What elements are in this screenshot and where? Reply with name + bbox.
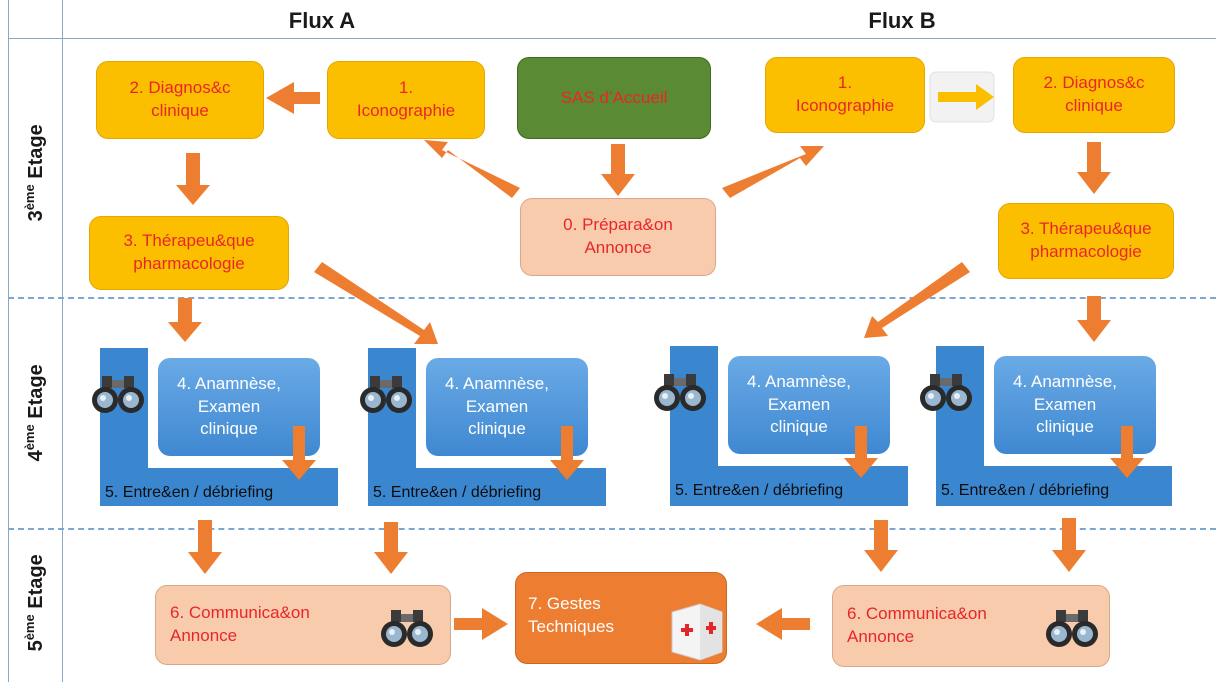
binoculars-icon: [654, 374, 706, 411]
iconographie-a-line1: 1.: [398, 78, 414, 98]
arrow-exam-4-inner: [1110, 426, 1144, 478]
floor-divider-3-4: [8, 297, 1216, 299]
gestes-line2: Techniques: [528, 616, 615, 636]
therapeutique-b-line2: pharmacologie: [1030, 242, 1142, 261]
gestes-line1: 7. Gestes: [528, 594, 601, 613]
arrow-comm-b-to-gestes: [756, 608, 810, 640]
communication-a-line2: Annonce: [170, 626, 238, 645]
iconographie-b-line1: 1.: [837, 73, 853, 93]
arrow-thera-b-to-exam-3: [864, 262, 970, 338]
exam-unit-1-debrief: 5. Entre&en / débriefing: [105, 484, 274, 501]
flux-b-header: Flux B: [868, 8, 936, 33]
header-divider: [8, 38, 1216, 39]
iconographie-a-line2: Iconographie: [356, 101, 456, 120]
arrow-icono-b-to-diag-b: [938, 84, 994, 110]
arrow-exam-2-to-comm-a: [374, 522, 408, 574]
arrow-diag-a-to-thera-a: [176, 153, 210, 205]
exam-unit-3-line3: clinique: [770, 417, 828, 437]
diagnostic-a-line1: 2. Diagnos&c: [129, 78, 231, 98]
exam-unit-1-line3: clinique: [200, 419, 258, 439]
communication-b-line1: 6. Communica&on: [847, 604, 987, 624]
sas-accueil-label: SAS d’Accueil: [560, 87, 668, 107]
exam-unit-3-line2: Examen: [767, 394, 831, 414]
binoculars-icon: [1046, 610, 1098, 647]
diagnostic-a-box: 2. Diagnos&c clinique: [96, 61, 264, 139]
sas-accueil-box: SAS d’Accueil: [517, 57, 711, 139]
iconographie-b-line2: Iconographie: [795, 96, 895, 115]
arrow-prep-to-icono-a: [424, 140, 520, 198]
exam-unit-2-line2: Examen: [465, 396, 529, 416]
binoculars-icon: [920, 374, 972, 411]
exam-unit-4-line2: Examen: [1033, 394, 1097, 414]
arrow-exam-1-to-comm-a: [188, 520, 222, 574]
arrow-exam-4-to-comm-b: [1052, 518, 1086, 572]
diagnostic-b-line1: 2. Diagnos&c: [1043, 73, 1145, 93]
arrow-thera-a-to-exam-1: [168, 298, 202, 342]
communication-b-line2: Annonce: [847, 627, 915, 646]
arrow-thera-b-to-exam-4: [1077, 296, 1111, 342]
first-aid-kit-icon: [671, 603, 723, 661]
diagnostic-b-line2: clinique: [1065, 96, 1123, 115]
flow-arrows: [168, 82, 1144, 640]
floor-label-divider: [62, 0, 63, 682]
floor-divider-4-5: [8, 528, 1216, 530]
exam-unit-4-frame-horizontal: [936, 466, 1172, 506]
iconographie-b-box: 1. Iconographie: [765, 57, 925, 133]
preparation-line1: 0. Prépara&on: [563, 215, 673, 235]
arrow-exam-3-to-comm-b: [864, 520, 898, 572]
arrow-thera-a-to-exam-2: [314, 262, 438, 344]
arrow-exam-2-inner: [550, 426, 584, 480]
exam-unit-4-line3: clinique: [1036, 417, 1094, 437]
exam-unit-2-debrief: 5. Entre&en / débriefing: [373, 484, 542, 501]
therapeutique-a-line1: 3. Thérapeu&que: [123, 231, 255, 251]
therapeutique-a-box: 3. Thérapeu&que pharmacologie: [89, 216, 289, 290]
binoculars-icon: [92, 376, 144, 413]
arrow-comm-a-to-gestes: [454, 608, 508, 640]
communication-a-line1: 6. Communica&on: [170, 603, 310, 623]
exam-unit-3-debrief: 5. Entre&en / débriefing: [675, 482, 844, 499]
exam-unit-2-line1: 4. Anamnèse,: [445, 373, 549, 393]
exam-unit-3-frame-horizontal: [670, 466, 908, 506]
iconographie-a-box: 1. Iconographie: [327, 61, 485, 139]
exam-unit-4-line1: 4. Anamnèse,: [1013, 371, 1117, 391]
binoculars-icon: [381, 610, 433, 647]
arrow-prep-to-icono-b: [722, 146, 824, 198]
arrow-sas-to-prep: [601, 144, 635, 196]
therapeutique-b-line1: 3. Thérapeu&que: [1020, 219, 1152, 239]
diagnostic-a-line2: clinique: [151, 101, 209, 120]
exam-unit-1-line1: 4. Anamnèse,: [177, 373, 281, 393]
arrow-exam-3-inner: [844, 426, 878, 478]
exam-unit-2-line3: clinique: [468, 419, 526, 439]
exam-unit-4-debrief: 5. Entre&en / débriefing: [941, 482, 1110, 499]
flux-a-header: Flux A: [288, 8, 356, 33]
therapeutique-a-line2: pharmacologie: [133, 254, 245, 273]
binoculars-icon: [360, 376, 412, 413]
diagnostic-b-box: 2. Diagnos&c clinique: [1013, 57, 1175, 133]
preparation-box: 0. Prépara&on Annonce: [520, 198, 716, 276]
arrow-icono-a-to-diag-a: [266, 82, 320, 114]
arrow-exam-1-inner: [282, 426, 316, 480]
left-border: [8, 0, 9, 682]
exam-unit-1-line2: Examen: [197, 396, 261, 416]
preparation-line2: Annonce: [584, 238, 652, 257]
exam-unit-3-line1: 4. Anamnèse,: [747, 371, 851, 391]
arrow-diag-b-to-thera-b: [1077, 142, 1111, 194]
therapeutique-b-box: 3. Thérapeu&que pharmacologie: [998, 203, 1174, 279]
